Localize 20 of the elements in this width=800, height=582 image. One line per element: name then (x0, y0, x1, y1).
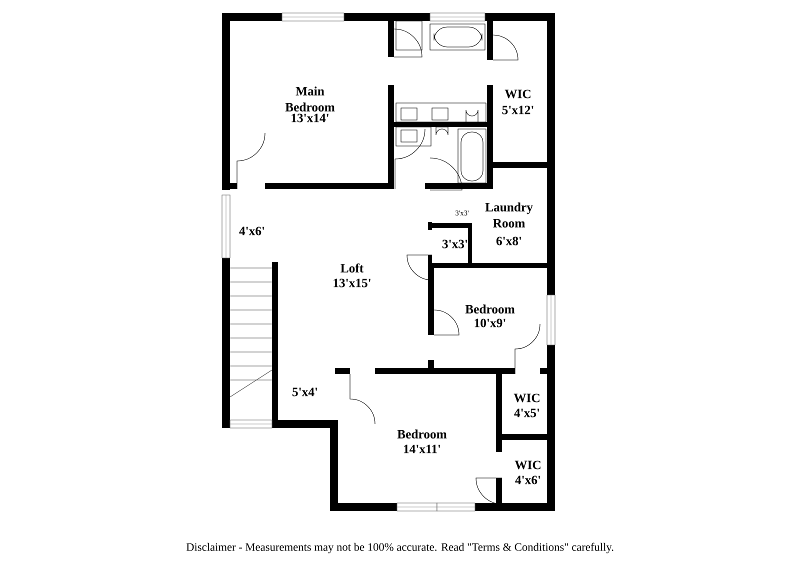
room-label: 4'x5' (514, 408, 540, 418)
room-label: Loft (340, 263, 364, 273)
room-label: 5'x12' (502, 106, 534, 114)
room-label: 4'x6' (515, 476, 540, 484)
room-label: 4'x6' (239, 226, 264, 236)
room-label: WIC (514, 394, 540, 402)
room-label: 14'x11' (404, 444, 440, 454)
room-label: Bedroom (465, 304, 515, 314)
room-label: 13'x15' (334, 278, 370, 288)
room-label: Bedroom (397, 430, 447, 438)
room-label: 13'x14' (292, 114, 328, 122)
room-label: WIC (514, 460, 540, 470)
room-label: Laundry Room (485, 202, 533, 228)
room-label: WIC (504, 90, 530, 98)
room-label: 6'x8' (496, 236, 522, 246)
room-label: Main Bedroom (285, 86, 335, 112)
room-label: 10'x9' (474, 318, 506, 328)
disclaimer-text: Disclaimer - Measurements may not be 100% accurate. Read "Terms & Conditions" carefully. (186, 542, 614, 554)
room-label: 3'x3' (442, 240, 468, 248)
room-label: 5'x4' (292, 388, 318, 396)
